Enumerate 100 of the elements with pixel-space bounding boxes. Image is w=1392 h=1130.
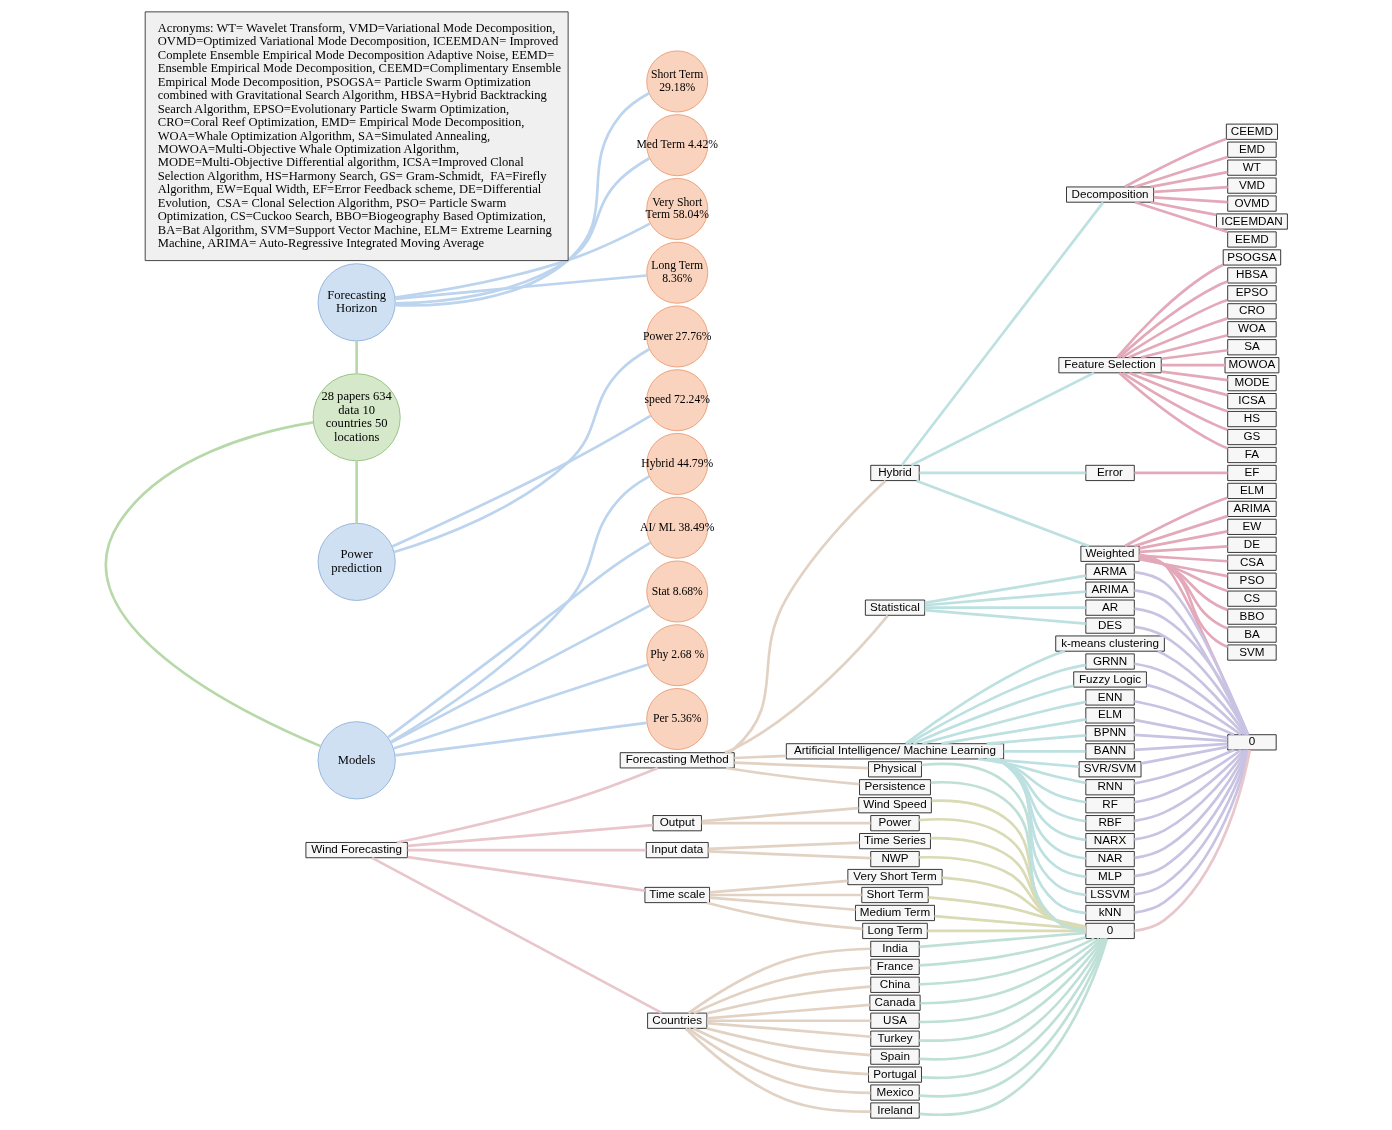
connector bbox=[927, 895, 1086, 928]
connector bbox=[930, 836, 1086, 932]
connector bbox=[900, 201, 1104, 467]
connector bbox=[706, 985, 871, 1015]
connector bbox=[386, 541, 651, 739]
node-box: EW bbox=[1226, 518, 1277, 535]
node-box: HS bbox=[1226, 411, 1277, 428]
node-box: NARX bbox=[1084, 833, 1135, 850]
connector bbox=[1123, 137, 1227, 188]
node-box: 0 bbox=[1226, 734, 1277, 751]
connector bbox=[1149, 170, 1228, 189]
connector bbox=[918, 818, 1086, 932]
connector bbox=[1138, 554, 1228, 649]
node-box: BANN bbox=[1084, 743, 1135, 760]
node-box: MODE bbox=[1226, 375, 1277, 392]
node-box: VMD bbox=[1226, 177, 1277, 194]
connector bbox=[977, 757, 1086, 785]
node-box: Short Term bbox=[860, 886, 929, 904]
connector bbox=[918, 855, 1086, 931]
connector bbox=[1140, 334, 1228, 359]
connector bbox=[394, 92, 650, 307]
connector bbox=[1160, 348, 1228, 361]
node-box: NAR bbox=[1084, 851, 1135, 868]
node-box: LSSVM bbox=[1084, 886, 1135, 904]
connector bbox=[1120, 298, 1228, 359]
connector bbox=[1003, 750, 1085, 753]
node-box: WOA bbox=[1226, 321, 1277, 338]
connector bbox=[1134, 201, 1228, 234]
connector bbox=[733, 754, 786, 760]
connector bbox=[918, 931, 1086, 949]
connector bbox=[394, 222, 651, 299]
connector bbox=[986, 757, 1079, 769]
connector bbox=[994, 757, 1086, 842]
connector bbox=[915, 479, 1089, 548]
connector bbox=[1123, 496, 1228, 548]
connector bbox=[1153, 195, 1228, 204]
connector bbox=[1149, 200, 1217, 217]
node-box: ICSA bbox=[1226, 393, 1277, 410]
connector bbox=[912, 684, 1074, 745]
connector bbox=[1117, 371, 1228, 450]
connector bbox=[1138, 554, 1228, 630]
connector bbox=[692, 966, 871, 1015]
node-box: ARIMA bbox=[1084, 581, 1135, 598]
connector bbox=[392, 663, 648, 750]
connector bbox=[992, 757, 1086, 823]
node-box: Medium Term bbox=[854, 904, 935, 922]
node-box: Power bbox=[869, 815, 920, 832]
node-circle: Stat 8.68% bbox=[645, 560, 708, 623]
node-box: FA bbox=[1226, 446, 1277, 464]
node-box: PSOGSA bbox=[1222, 249, 1281, 266]
node-circle: Long Term 8.36% bbox=[645, 241, 708, 304]
connector bbox=[1121, 371, 1228, 431]
connector bbox=[1133, 155, 1228, 189]
connector bbox=[709, 896, 856, 912]
connector bbox=[395, 157, 650, 305]
node-box: Error bbox=[1084, 464, 1135, 482]
connector bbox=[1128, 371, 1228, 413]
node-box: Forecasting Method bbox=[619, 752, 735, 769]
node-box: kNN bbox=[1084, 904, 1135, 922]
connector bbox=[394, 721, 647, 757]
node-box: GS bbox=[1226, 428, 1277, 446]
node-box: Portugal bbox=[867, 1066, 922, 1083]
connector bbox=[1156, 650, 1247, 736]
connector bbox=[995, 757, 1086, 860]
connector bbox=[707, 841, 859, 851]
connector bbox=[1140, 371, 1228, 397]
connector bbox=[354, 461, 358, 524]
connector bbox=[389, 604, 650, 744]
node-box: Input data bbox=[645, 842, 709, 859]
node-box: DE bbox=[1226, 536, 1277, 553]
node-box: k-means clustering bbox=[1054, 635, 1165, 652]
connector bbox=[687, 1027, 870, 1095]
connector bbox=[1133, 662, 1245, 736]
node-circle: speed 72.24% bbox=[645, 369, 708, 432]
node-box: Physical bbox=[867, 761, 922, 778]
connector bbox=[907, 663, 1086, 745]
node-box: Persistence bbox=[858, 779, 931, 796]
connector bbox=[407, 848, 646, 852]
connector bbox=[706, 1021, 871, 1039]
connector bbox=[687, 947, 870, 1015]
connector bbox=[1133, 749, 1247, 841]
node-box: PSO bbox=[1226, 572, 1277, 589]
connector bbox=[1133, 742, 1228, 752]
connector bbox=[394, 274, 647, 301]
connector bbox=[707, 850, 871, 860]
node-box: Mexico bbox=[869, 1084, 920, 1101]
connector bbox=[1115, 263, 1224, 359]
connector bbox=[1133, 699, 1235, 736]
node-box: ARIMA bbox=[1226, 500, 1277, 517]
connector bbox=[1133, 748, 1235, 785]
connector bbox=[692, 1027, 869, 1076]
connector bbox=[407, 823, 653, 848]
connector bbox=[1133, 514, 1228, 548]
node-box: ARMA bbox=[1084, 563, 1135, 580]
connector bbox=[354, 341, 358, 374]
node-box: Canada bbox=[868, 994, 921, 1011]
node-circle: Very Short Term 58.04% bbox=[645, 177, 708, 240]
node-box: 0 bbox=[1084, 922, 1135, 939]
node-box: India bbox=[869, 940, 920, 957]
connector bbox=[924, 608, 1086, 625]
